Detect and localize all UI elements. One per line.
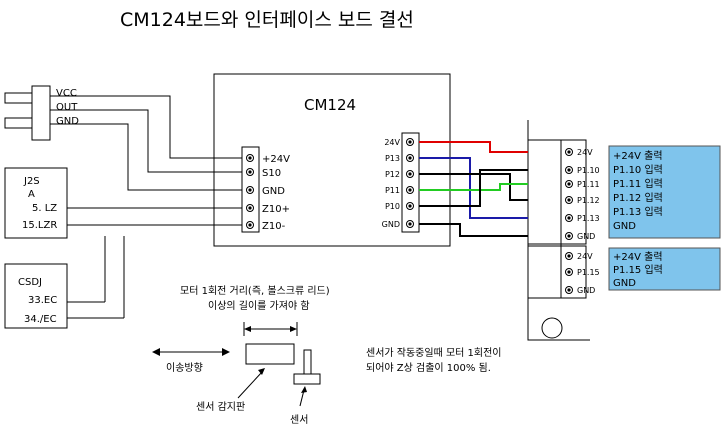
j2s-box: J2S A 5. LZ 15.LZR <box>4 167 68 239</box>
sensor-note-line1: 센서가 작동중일때 모터 1회전이 <box>366 347 502 359</box>
diagram-title: CM124보드와 인터페이스 보드 결선 <box>120 9 414 31</box>
cm124-right-label-0: 24V <box>384 138 400 147</box>
interface-upper-block <box>527 139 587 245</box>
sensor-label: 센서 <box>290 414 308 426</box>
note-box-upper <box>608 145 721 239</box>
iface-upper-terminal-3 <box>565 196 573 204</box>
cm124-left-label-2: GND <box>262 186 285 197</box>
iface-lower-label-1: P1.15 <box>577 268 600 277</box>
power-connector: VCC OUT GND <box>4 85 79 141</box>
j2s-pin-lzr: 15.LZR <box>22 220 57 231</box>
cm124-left-terminal-3 <box>246 204 254 212</box>
sensor-plate-pointer <box>237 368 265 399</box>
iface-upper-terminal-1 <box>565 166 573 174</box>
cm124-right-terminal-2 <box>406 170 414 178</box>
iface-upper-label-2: P1.11 <box>577 180 600 189</box>
iface-upper-terminal-2 <box>565 180 573 188</box>
cm124-left-label-1: S10 <box>262 168 281 179</box>
iface-upper-label-1: P1.10 <box>577 166 600 175</box>
note-upper-1: P1.10 입력 <box>613 163 663 176</box>
iface-lower-terminal-1 <box>565 268 573 276</box>
iface-lower-terminal-0 <box>565 252 573 260</box>
pin-vcc-label: VCC <box>56 88 77 99</box>
cm124-left-terminal-2 <box>246 186 254 194</box>
transfer-direction-label: 이송방향 <box>166 362 203 374</box>
motor-note-line1: 모터 1회전 거리(즉, 볼스크류 리드) <box>180 285 330 297</box>
sensor-plate-label: 센서 감지판 <box>196 401 245 413</box>
note-box-lower <box>608 247 721 291</box>
cm124-right-label-4: P10 <box>385 202 400 211</box>
cm124-right-terminal-3 <box>406 186 414 194</box>
sensor-pointer <box>299 386 307 407</box>
iface-upper-terminal-0 <box>565 148 573 156</box>
cm124-right-terminal-5 <box>406 220 414 228</box>
cm124-left-label-3: Z10+ <box>262 204 290 215</box>
j2s-pin-lz: 5. LZ <box>32 203 57 214</box>
iface-upper-label-4: P1.13 <box>577 214 600 223</box>
iface-upper-label-0: 24V <box>577 148 593 157</box>
iface-upper-label-5: GND <box>577 232 595 241</box>
cm124-right-terminal-block <box>401 132 420 233</box>
cm124-right-label-5: GND <box>382 220 400 229</box>
wires-z-phase <box>67 207 242 319</box>
iface-lower-label-2: GND <box>577 286 595 295</box>
interface-lower-block <box>527 245 587 299</box>
note-upper-4: P1.13 입력 <box>613 205 663 218</box>
cm124-left-label-0: +24V <box>262 154 290 165</box>
pin-out-label: OUT <box>56 102 78 113</box>
sensor-base <box>293 373 321 385</box>
iface-upper-terminal-5 <box>565 232 573 240</box>
cm124-left-terminal-1 <box>246 168 254 176</box>
cm124-left-terminal-4 <box>246 221 254 229</box>
note-upper-2: P1.11 입력 <box>613 177 663 190</box>
note-lower-2: GND <box>613 278 636 289</box>
wires-io <box>419 141 528 237</box>
iface-upper-label-3: P1.12 <box>577 196 600 205</box>
iface-upper-terminal-4 <box>565 214 573 222</box>
note-upper-3: P1.12 입력 <box>613 191 663 204</box>
sensor-note-line2: 되어야 Z상 검출이 100% 됨. <box>366 362 491 374</box>
cm124-title: CM124 <box>304 96 356 114</box>
note-upper-0: +24V 출력 <box>613 150 663 162</box>
cm124-right-terminal-0 <box>406 138 414 146</box>
sensor-body <box>303 349 312 375</box>
j2s-name: J2S <box>23 176 40 187</box>
csdj-name: CSDJ <box>18 277 42 288</box>
cm124-right-terminal-1 <box>406 154 414 162</box>
length-arrow <box>243 322 298 336</box>
cm124-left-label-4: Z10- <box>262 221 286 232</box>
note-lower-0: +24V 출력 <box>613 251 663 263</box>
cm124-right-terminal-4 <box>406 202 414 210</box>
wires-power <box>50 95 242 191</box>
cm124-right-label-3: P11 <box>385 186 400 195</box>
pin-gnd-label: GND <box>56 116 79 127</box>
cm124-right-label-1: P13 <box>385 154 400 163</box>
mounting-hole <box>541 317 563 339</box>
iface-lower-label-0: 24V <box>577 252 593 261</box>
cm124-left-terminal-0 <box>246 154 254 162</box>
csdj-pin-nec: 34./EC <box>24 314 57 325</box>
sensor-plate <box>245 343 295 365</box>
j2s-sub: A <box>28 189 35 200</box>
cm124-right-label-2: P12 <box>385 170 400 179</box>
transfer-direction-arrow <box>152 348 230 356</box>
csdj-box: CSDJ 33.EC 34./EC <box>4 263 68 329</box>
motor-note-line2: 이상의 길이를 가져야 함 <box>208 299 310 312</box>
csdj-pin-ec: 33.EC <box>28 295 57 306</box>
iface-lower-terminal-2 <box>565 286 573 294</box>
note-lower-1: P1.15 입력 <box>613 263 663 276</box>
note-upper-5: GND <box>613 221 636 232</box>
